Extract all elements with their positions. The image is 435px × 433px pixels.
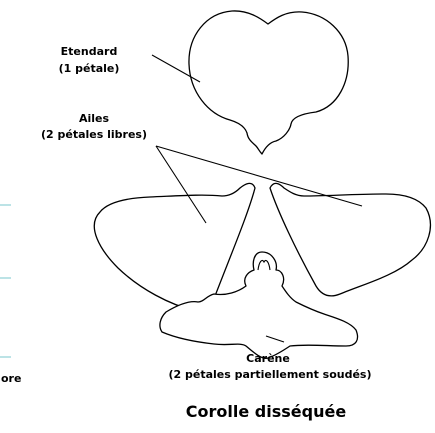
- etendard-sublabel: (1 pétale): [59, 62, 120, 75]
- left-edge-fragment: ore: [1, 372, 21, 385]
- etendard-petal: [189, 11, 348, 154]
- aile-right-petal: [270, 183, 430, 296]
- etendard-label: Etendard: [61, 45, 118, 58]
- carene-label: Carène: [246, 352, 290, 365]
- ailes-sublabel: (2 pétales libres): [41, 128, 147, 141]
- diagram-title: Corolle disséquée: [186, 402, 347, 421]
- ailes-label: Ailes: [79, 112, 110, 125]
- aile-left-petal: [94, 183, 255, 311]
- carene-sublabel: (2 pétales partiellement soudés): [168, 368, 371, 381]
